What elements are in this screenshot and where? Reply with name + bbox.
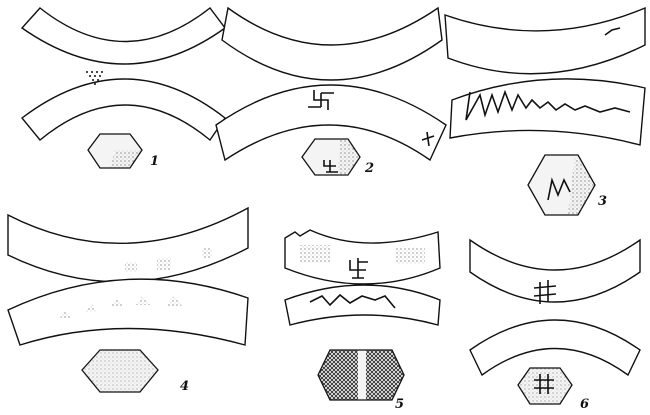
cross-ornament bbox=[421, 131, 435, 147]
whorl-upper-surface bbox=[7, 206, 249, 283]
swastika-ornament bbox=[349, 258, 368, 279]
grid-ornament bbox=[533, 280, 557, 304]
figure-2: 2 bbox=[215, 6, 447, 176]
whorl-lower-surface bbox=[215, 84, 447, 162]
whorl-upper-surface bbox=[221, 6, 443, 81]
whorl-upper-surface bbox=[20, 7, 226, 65]
figure-label: 5 bbox=[395, 397, 404, 412]
whorl-lower-surface bbox=[469, 319, 641, 377]
whorl-hatching bbox=[318, 350, 358, 400]
dot-triangle-ornament bbox=[86, 71, 103, 85]
figure-6: 6 bbox=[469, 238, 641, 412]
swastika-on-whorl bbox=[323, 160, 338, 173]
whorl-lower-surface bbox=[449, 78, 646, 146]
whorl-shading bbox=[518, 368, 572, 404]
dot-field-ornament bbox=[300, 245, 330, 263]
dot-triangle-ornaments bbox=[60, 296, 182, 318]
figure-label: 2 bbox=[364, 161, 374, 176]
whorl-shading bbox=[82, 350, 158, 392]
figure-1: 1 bbox=[20, 7, 226, 169]
whorl-lower-surface bbox=[20, 78, 226, 142]
figure-label: 6 bbox=[580, 397, 589, 412]
figure-3: 3 bbox=[444, 6, 646, 216]
grid-on-whorl bbox=[534, 374, 554, 394]
whorl-upper-surface bbox=[444, 6, 646, 75]
figure-label: 4 bbox=[180, 379, 189, 394]
zigzag-on-whorl bbox=[547, 177, 571, 201]
figure-4: 4 bbox=[7, 206, 249, 394]
figure-label: 3 bbox=[598, 194, 607, 209]
whorl-lower-surface bbox=[7, 278, 249, 346]
figure-label: 1 bbox=[150, 154, 159, 169]
whorl-shading bbox=[338, 139, 360, 175]
whorl-upper-surface bbox=[469, 238, 641, 303]
whorl-upper-surface-fragment bbox=[284, 229, 441, 285]
dot-field-ornament bbox=[395, 248, 425, 264]
incised-wavy-line bbox=[309, 293, 396, 309]
figure-5: 5 bbox=[284, 229, 441, 412]
whorl-shading bbox=[568, 155, 595, 215]
incised-line bbox=[604, 27, 621, 36]
whorl-shading bbox=[110, 150, 142, 168]
zigzag-ornament bbox=[465, 89, 631, 121]
whorl-lower-surface-fragment bbox=[284, 284, 441, 326]
swastika-ornament bbox=[308, 90, 334, 110]
dot-square-ornaments bbox=[125, 248, 212, 272]
whorl-hatching bbox=[366, 350, 404, 400]
